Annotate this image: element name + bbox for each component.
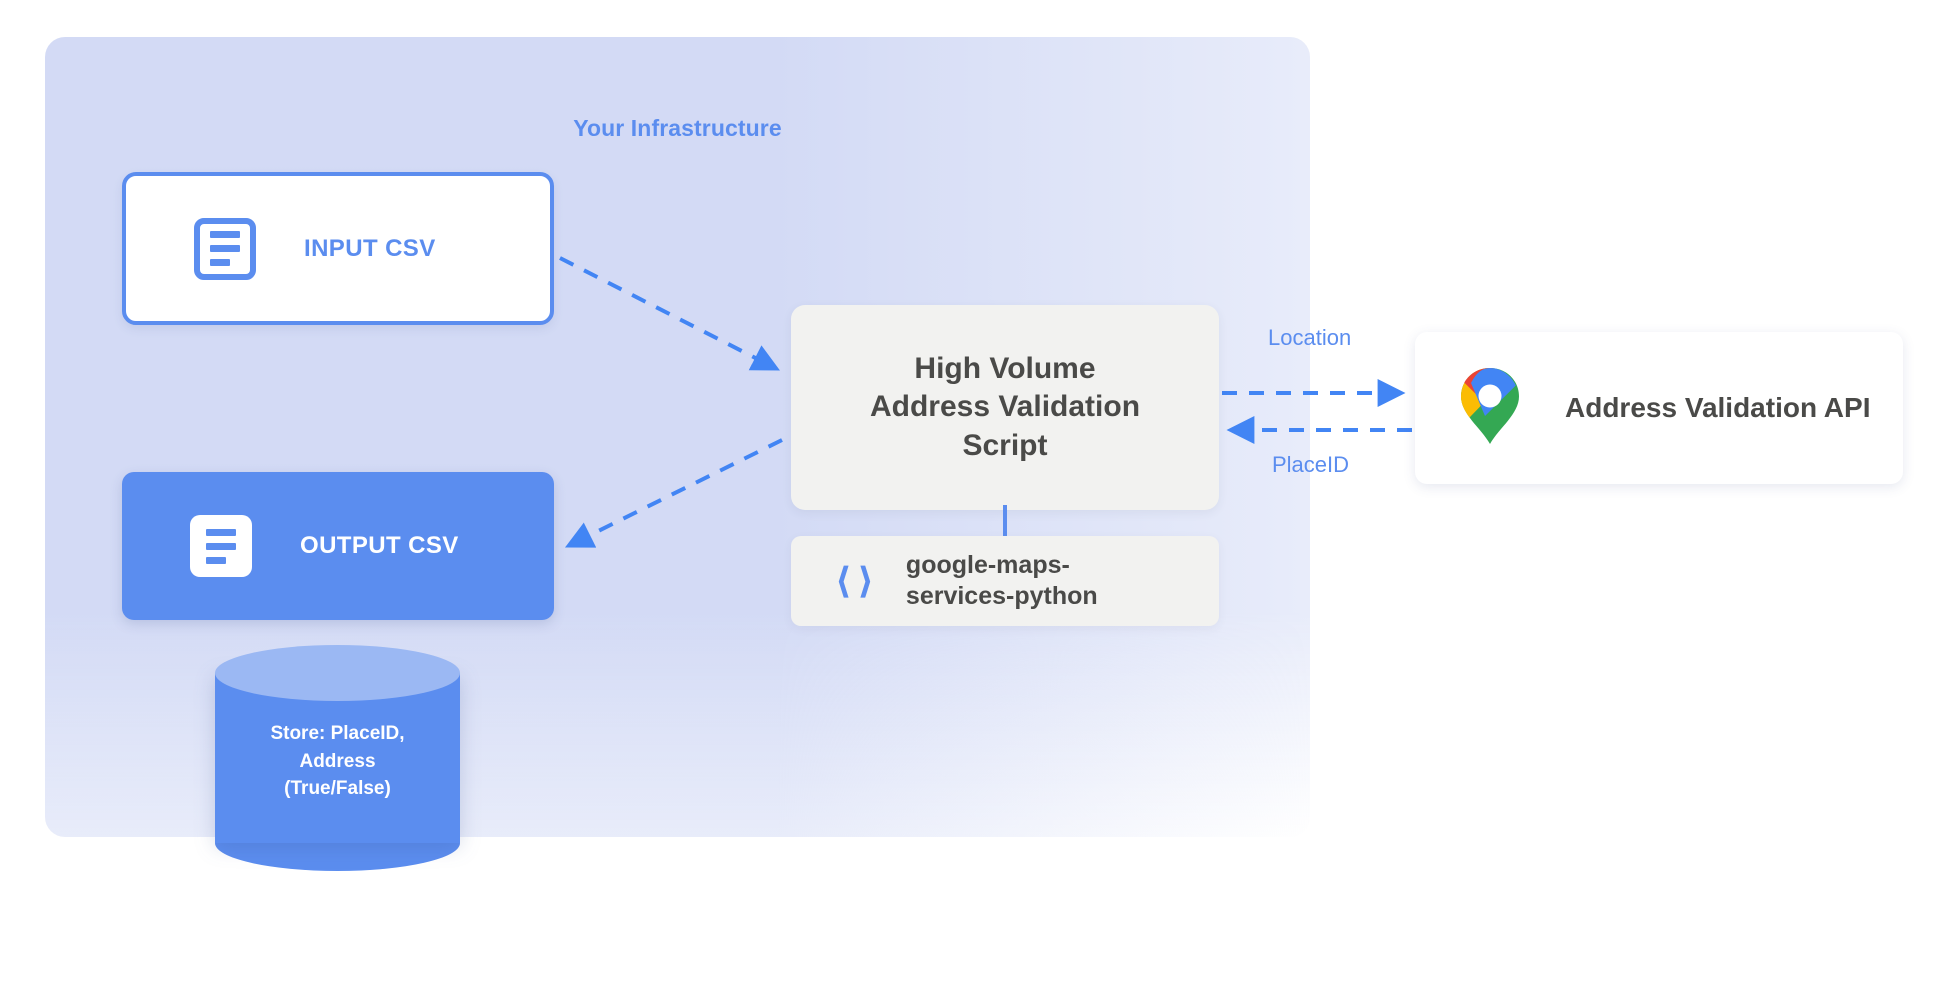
script-library-connector <box>1003 505 1007 538</box>
infrastructure-title: Your Infrastructure <box>573 115 782 141</box>
api-card[interactable]: Address Validation API <box>1415 332 1903 484</box>
google-maps-pin-icon <box>1459 366 1521 451</box>
library-line-1: google-maps- <box>905 550 1070 579</box>
arrow-label-placeid: PlaceID <box>1272 452 1350 477</box>
script-line-3: Script <box>962 428 1048 462</box>
database-line-2: Address <box>299 750 376 772</box>
library-line-2: services-python <box>905 582 1098 610</box>
api-label: Address Validation API <box>1565 392 1871 423</box>
script-card[interactable]: High Volume Address Validation Script <box>791 305 1219 510</box>
database-line-1: Store: PlaceID, <box>270 723 405 744</box>
script-line-2: Address Validation <box>869 390 1141 424</box>
database-top <box>215 645 460 701</box>
document-icon <box>190 515 252 577</box>
output-csv-label: OUTPUT CSV <box>300 532 459 559</box>
code-brackets-icon: ⟨ ⟩ <box>835 560 874 601</box>
library-label: google-maps- services-python <box>906 550 1098 613</box>
database-cylinder[interactable]: Store: PlaceID, Address (True/False) <box>215 645 460 871</box>
input-csv-label: INPUT CSV <box>304 234 436 262</box>
document-icon <box>194 217 256 280</box>
script-line-1: High Volume <box>914 351 1096 385</box>
input-csv-card[interactable]: INPUT CSV <box>122 172 554 325</box>
library-card[interactable]: ⟨ ⟩ google-maps- services-python <box>791 536 1219 626</box>
arrow-label-location: Location <box>1268 325 1352 350</box>
database-label: Store: PlaceID, Address (True/False) <box>215 720 460 803</box>
database-body <box>215 673 460 843</box>
database-line-3: (True/False) <box>284 778 391 800</box>
script-label: High Volume Address Validation Script <box>870 350 1140 465</box>
output-csv-card[interactable]: OUTPUT CSV <box>122 472 554 620</box>
